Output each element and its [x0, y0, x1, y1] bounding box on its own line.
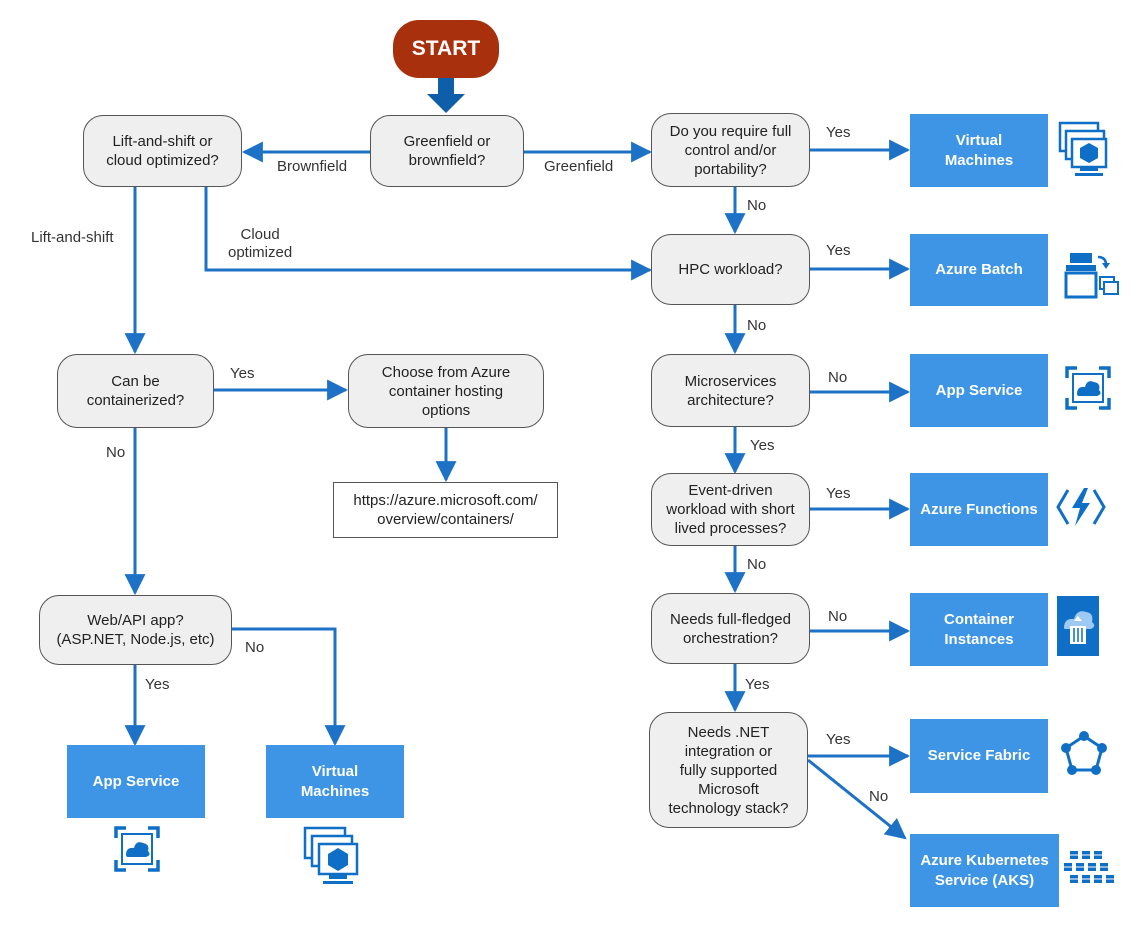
- label-yes-event: Yes: [750, 437, 775, 454]
- azure-batch-icon: [1064, 253, 1119, 299]
- azure-functions-icon: [1056, 488, 1106, 526]
- label-cloud-optimized: Cloud optimized: [228, 226, 293, 261]
- result-aks: Azure Kubernetes Service (AKS): [910, 834, 1059, 907]
- label-yes-sf: Yes: [826, 731, 851, 748]
- decision-web-api-app: Web/API app? (ASP.NET, Node.js, etc): [39, 595, 232, 665]
- start-node: START: [393, 20, 499, 78]
- decision-lift-shift-or-cloud: Lift-and-shift or cloud optimized?: [83, 115, 242, 187]
- result-virtual-machines-left: Virtual Machines: [266, 745, 404, 818]
- result-virtual-machines-right: Virtual Machines: [910, 114, 1048, 187]
- label-yes-dotnet: Yes: [745, 676, 770, 693]
- result-azure-functions: Azure Functions: [910, 473, 1048, 546]
- label-greenfield: Greenfield: [544, 158, 614, 175]
- service-fabric-icon: [1061, 731, 1107, 775]
- decision-greenfield-or-brownfield: Greenfield or brownfield?: [370, 115, 524, 187]
- edge-webapi-no: [232, 627, 346, 747]
- label-no-aks: No: [869, 788, 889, 805]
- label-yes-containers: Yes: [230, 365, 255, 382]
- edge-cloud-opt-hpc: [204, 187, 653, 281]
- label-no-hpc: No: [747, 197, 767, 214]
- label-no-containerized: No: [106, 444, 126, 461]
- label-yes-batch: Yes: [826, 242, 851, 259]
- decision-hpc-workload: HPC workload?: [651, 234, 810, 305]
- decision-orchestration: Needs full-fledged orchestration?: [651, 593, 810, 664]
- label-no-micro: No: [747, 317, 767, 334]
- decision-dotnet-integration: Needs .NET integration or fully supporte…: [649, 712, 808, 828]
- virtual-machines-icon: [1058, 121, 1108, 176]
- label-brownfield: Brownfield: [277, 158, 348, 175]
- label-no-webapi: No: [245, 639, 265, 656]
- decision-full-control: Do you require full control and/or porta…: [651, 113, 810, 187]
- virtual-machines-icon-left: [303, 826, 359, 884]
- label-no-aci: No: [828, 608, 848, 625]
- label-yes-vm: Yes: [826, 124, 851, 141]
- result-container-instances: Container Instances: [910, 593, 1048, 666]
- containers-link-box[interactable]: https://azure.microsoft.com/ overview/co…: [333, 482, 558, 538]
- decision-container-options: Choose from Azure container hosting opti…: [348, 354, 544, 428]
- label-yes-app: Yes: [145, 676, 170, 693]
- aks-icon: [1064, 851, 1114, 883]
- label-yes-functions: Yes: [826, 485, 851, 502]
- decision-event-driven: Event-driven workload with short lived p…: [651, 473, 810, 546]
- decision-can-be-containerized: Can be containerized?: [57, 354, 214, 428]
- result-service-fabric: Service Fabric: [910, 719, 1048, 793]
- result-app-service-right: App Service: [910, 354, 1048, 427]
- result-azure-batch: Azure Batch: [910, 234, 1048, 306]
- label-lift-and-shift: Lift-and-shift: [31, 229, 114, 246]
- label-no-orch: No: [747, 556, 767, 573]
- container-instances-icon: [1057, 596, 1099, 656]
- start-arrow: [427, 78, 465, 113]
- app-service-icon-left: [114, 826, 160, 872]
- label-no-app-service: No: [828, 369, 848, 386]
- app-service-icon-right: [1065, 366, 1111, 410]
- edge-dotnet-no-aks: [807, 758, 907, 840]
- decision-microservices: Microservices architecture?: [651, 354, 810, 427]
- result-app-service-left: App Service: [67, 745, 205, 818]
